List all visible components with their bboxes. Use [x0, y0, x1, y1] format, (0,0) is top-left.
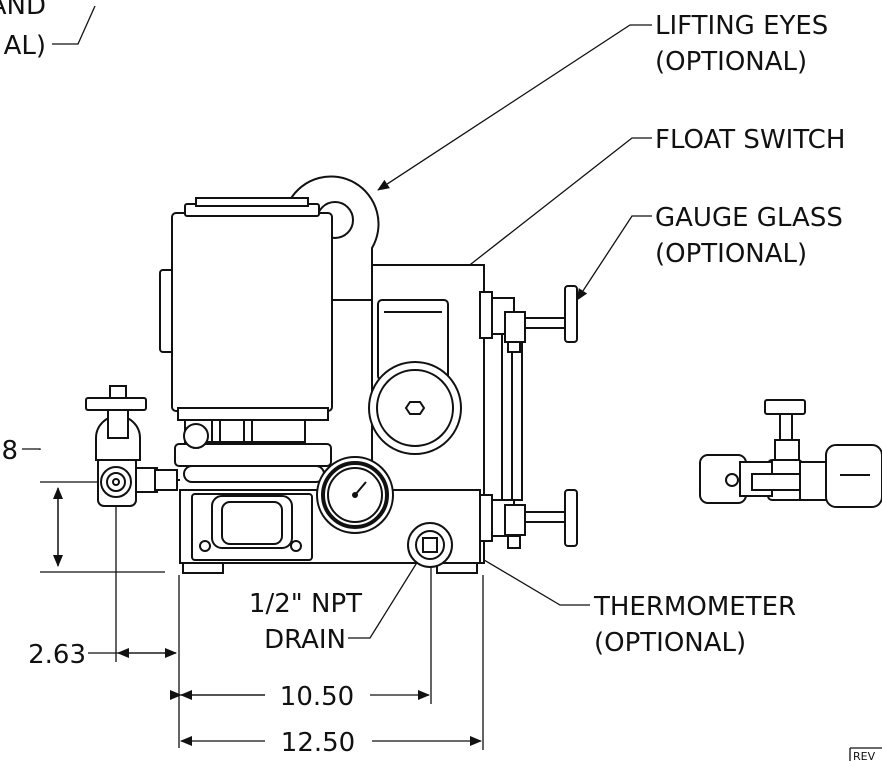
thermometer-label: THERMOMETER [593, 592, 796, 622]
gauge-glass-label: GAUGE GLASS [655, 203, 843, 233]
dim-offset-value: 2.63 [28, 640, 86, 670]
leader-npt-drain [348, 547, 427, 639]
lifting-eyes-optional: (OPTIONAL) [655, 47, 807, 77]
leader-gauge-glass [576, 215, 652, 301]
gauge-glass-optional: (OPTIONAL) [655, 239, 807, 269]
callout-top-left-line2: AL) [4, 31, 46, 61]
side-valve-assembly [699, 399, 882, 508]
callout-npt-drain: 1/2" NPT DRAIN [249, 547, 427, 655]
rev-label: REV [853, 750, 876, 761]
dimension-left-height: 78 [0, 436, 165, 573]
leader-top-left [52, 5, 96, 45]
callout-top-left: AND AL) [0, 0, 96, 61]
npt-drain-label: 1/2" NPT [249, 589, 362, 619]
pump-motor [159, 197, 333, 483]
leader-lifting-eyes [377, 24, 652, 191]
dimension-width-inner: 10.50 [170, 560, 432, 748]
thermometer-optional: (OPTIONAL) [594, 628, 746, 658]
dim-width-outer-value: 12.50 [281, 728, 355, 758]
leader-float-switch [424, 137, 652, 301]
dimension-width-outer: 12.50 [180, 575, 484, 758]
npt-drain-fitting [407, 522, 453, 568]
callout-gauge-glass: GAUGE GLASS (OPTIONAL) [576, 203, 843, 301]
lifting-eyes-label: LIFTING EYES [655, 11, 828, 41]
callout-float-switch: FLOAT SWITCH [424, 125, 845, 301]
dim-width-inner-value: 10.50 [280, 682, 354, 712]
npt-drain-label-2: DRAIN [264, 625, 346, 655]
thermometer-gauge [316, 456, 394, 534]
dim-left-height-value: 78 [0, 436, 18, 466]
dimension-offset: 2.63 [28, 490, 177, 670]
float-switch-label: FLOAT SWITCH [655, 125, 845, 155]
gauge-glass-assembly [479, 285, 578, 549]
callout-top-left-line1: AND [0, 0, 46, 21]
callout-lifting-eyes: LIFTING EYES (OPTIONAL) [377, 11, 828, 191]
callout-thermometer: THERMOMETER (OPTIONAL) [392, 505, 796, 658]
title-block-corner: REV [849, 747, 882, 761]
float-switch [368, 299, 462, 455]
inlet-valve [85, 385, 180, 507]
